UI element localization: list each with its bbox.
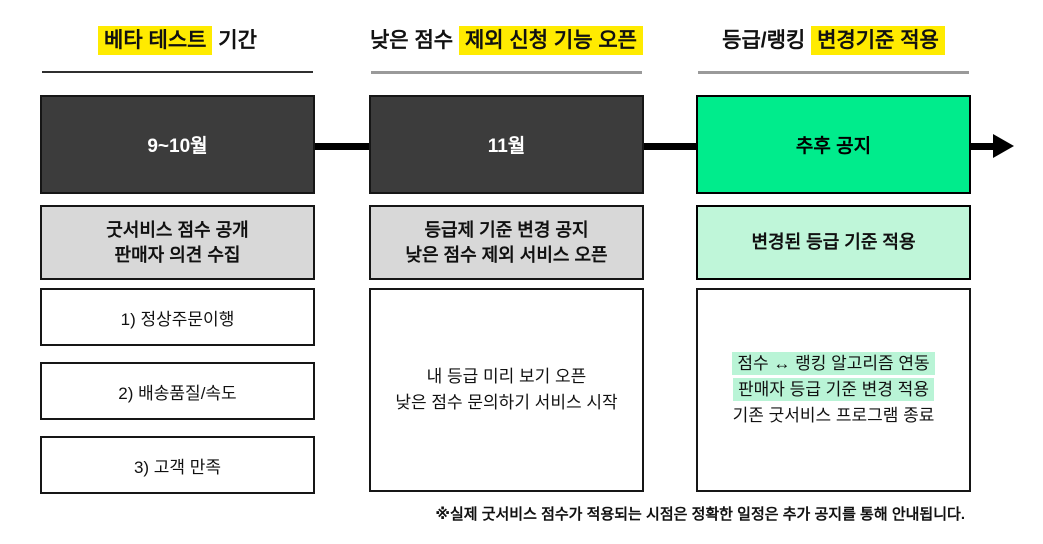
phase-2-period-label: 11월 — [487, 136, 526, 157]
phase-1-metric-box-3: 3) 고객 만족 — [40, 436, 315, 494]
phase-3-detail-line-2: 판매자 등급 기준 변경 적용 — [733, 377, 934, 403]
phase-3-detail-highlight-1: 점수 ↔ 랭킹 알고리즘 연동 — [732, 352, 935, 375]
phase-2-detail-box: 내 등급 미리 보기 오픈 낮은 점수 문의하기 서비스 시작 — [369, 288, 644, 492]
phase-3-detail-line-1: 점수 ↔ 랭킹 알고리즘 연동 — [732, 351, 935, 377]
phase-1-period-label: 9~10월 — [147, 136, 208, 157]
phase-1-summary-line-2: 판매자 의견 수집 — [114, 244, 241, 265]
timeline-arrowhead-icon — [993, 134, 1014, 158]
phase-2-detail-line-2: 낮은 점수 문의하기 서비스 시작 — [395, 393, 618, 412]
phase-2-header: 낮은 점수 제외 신청 기능 오픈 — [369, 24, 644, 58]
phase-1-period-box: 9~10월 — [40, 95, 315, 194]
phase-1-summary-line-1: 굿서비스 점수 공개 — [106, 219, 249, 240]
phase-1-metric-label-2: 2) 배송품질/속도 — [118, 383, 237, 403]
phase-column-criteria-applied: 등급/랭킹 변경기준 적용 추후 공지 변경된 등급 기준 적용 점수 ↔ 랭킹… — [696, 0, 971, 544]
phase-3-header-highlight: 변경기준 적용 — [811, 26, 945, 55]
phase-3-header-pre: 등급/랭킹 — [722, 29, 812, 52]
phase-2-period-box: 11월 — [369, 95, 644, 194]
phase-2-header-pre: 낮은 점수 — [369, 29, 459, 52]
phase-1-header-post: 기간 — [212, 29, 257, 52]
phase-1-underline — [42, 71, 313, 73]
phase-2-summary-line-1: 등급제 기준 변경 공지 — [424, 219, 589, 240]
phase-column-exclusion-open: 낮은 점수 제외 신청 기능 오픈 11월 등급제 기준 변경 공지 낮은 점수… — [369, 0, 644, 544]
phase-3-detail-highlight-2: 판매자 등급 기준 변경 적용 — [733, 378, 934, 401]
footnote: ※실제 굿서비스 점수가 적용되는 시점은 정확한 일정은 추가 공지를 통해 … — [435, 506, 965, 523]
phase-1-metric-box-1: 1) 정상주문이행 — [40, 288, 315, 346]
phase-1-summary-box: 굿서비스 점수 공개 판매자 의견 수집 — [40, 205, 315, 280]
phase-1-metric-label-1: 1) 정상주문이행 — [120, 309, 235, 329]
phase-2-header-highlight: 제외 신청 기능 오픈 — [458, 26, 644, 55]
phase-3-header: 등급/랭킹 변경기준 적용 — [696, 24, 971, 58]
phase-2-underline — [371, 71, 642, 74]
phase-3-underline — [698, 71, 969, 74]
phase-1-header-highlight: 베타 테스트 — [98, 26, 213, 55]
phase-2-detail-line-1: 내 등급 미리 보기 오픈 — [426, 367, 587, 386]
phase-3-period-label: 추후 공지 — [795, 136, 872, 157]
phase-3-detail-line-3: 기존 굿서비스 프로그램 종료 — [732, 406, 935, 425]
phase-2-summary-box: 등급제 기준 변경 공지 낮은 점수 제외 서비스 오픈 — [369, 205, 644, 280]
phase-2-summary-line-2: 낮은 점수 제외 서비스 오픈 — [405, 244, 608, 265]
phase-1-header: 베타 테스트 기간 — [40, 24, 315, 58]
phase-1-metric-label-3: 3) 고객 만족 — [133, 457, 222, 477]
phase-3-summary-box: 변경된 등급 기준 적용 — [696, 205, 971, 280]
phase-3-period-box: 추후 공지 — [696, 95, 971, 194]
phase-column-beta-test: 베타 테스트 기간 9~10월 굿서비스 점수 공개 판매자 의견 수집 1) … — [40, 0, 315, 544]
phase-3-summary-line-1: 변경된 등급 기준 적용 — [751, 232, 916, 252]
phase-1-metric-box-2: 2) 배송품질/속도 — [40, 362, 315, 420]
phase-3-detail-box: 점수 ↔ 랭킹 알고리즘 연동 판매자 등급 기준 변경 적용 기존 굿서비스 … — [696, 288, 971, 492]
